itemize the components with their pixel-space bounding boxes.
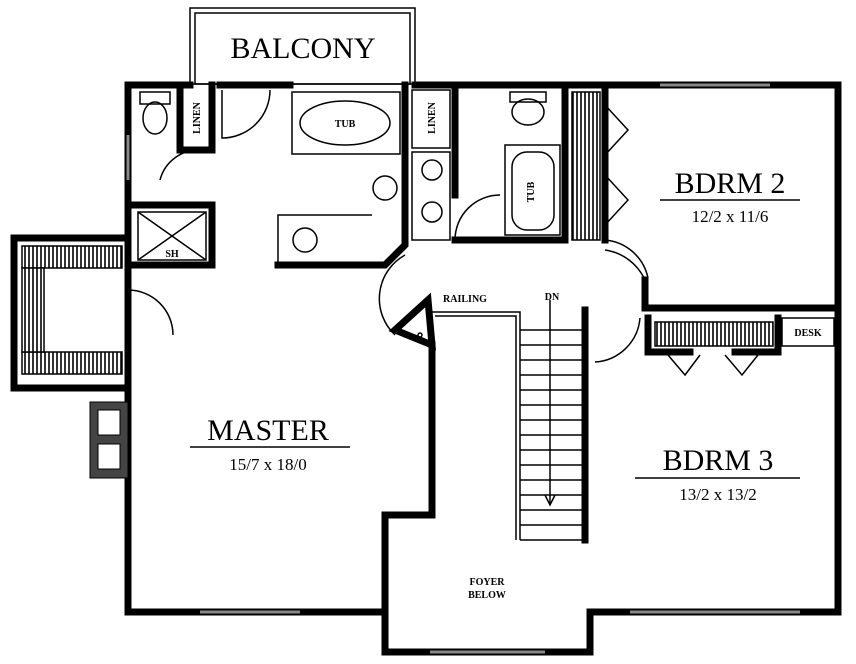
bdrm2-dims: 12/2 x 11/6 [692, 207, 769, 226]
shower-label: SH [165, 249, 179, 260]
master-label: MASTER [207, 414, 329, 447]
tub-label-1: TUB [335, 119, 356, 130]
bdrm2-label: BDRM 2 [675, 167, 786, 200]
bdrm3-label: BDRM 3 [663, 444, 774, 477]
bedroom-3: DESK BDRM 3 13/2 x 13/2 [635, 314, 835, 504]
foyer-label-line1: FOYER [470, 577, 506, 588]
balcony: BALCONY [189, 7, 416, 85]
railing-label: RAILING [443, 294, 487, 305]
hall-bath: TUB [451, 81, 569, 244]
foyer-label-line2: BELOW [468, 590, 506, 601]
tub-label-2: TUB [526, 181, 537, 202]
left-closet [10, 234, 174, 392]
desk-label: DESK [794, 328, 821, 339]
fireplace [89, 401, 129, 479]
master-dims: 15/7 x 18/0 [229, 455, 306, 474]
stairs: RAILING DN [378, 249, 646, 544]
bdrm3-dims: 13/2 x 13/2 [679, 485, 756, 504]
master-walls: MASTER 15/7 x 18/0 FOYER BELOW [190, 341, 506, 656]
bedroom-2: BDRM 2 12/2 x 11/6 [571, 81, 842, 312]
linen-label-2: LINEN [427, 101, 438, 133]
balcony-label: BALCONY [230, 32, 375, 65]
linen-label-1: LINEN [192, 101, 203, 133]
stairs-dn-label: DN [545, 292, 560, 303]
master-bath: SH LINEN TUB LINEN [124, 81, 451, 269]
